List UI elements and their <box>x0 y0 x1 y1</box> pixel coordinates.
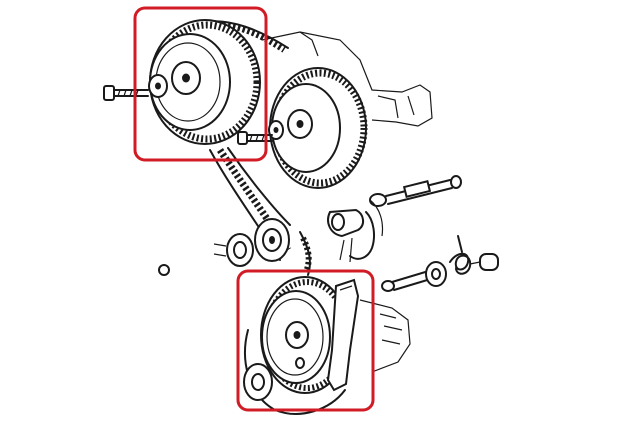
camshaft-sprocket-right <box>268 67 368 189</box>
crankshaft-body <box>359 299 411 373</box>
bolt-right <box>237 131 273 145</box>
tensioner-spring <box>449 235 499 275</box>
camshaft-sprocket-highlight <box>133 6 268 162</box>
intermediate-pulley <box>158 218 290 276</box>
camshaft-sprocket-left <box>148 19 261 145</box>
crankshaft-pulley-small <box>243 363 273 401</box>
camshaft-housing <box>261 31 433 127</box>
tensioner-rod-lower <box>381 261 447 292</box>
crankshaft-sprocket-highlight <box>236 269 375 412</box>
crankshaft-sprocket <box>260 276 350 394</box>
tensioner-rod-upper <box>369 175 462 207</box>
bolt-left <box>103 85 149 101</box>
belt-tensioner <box>327 199 384 263</box>
tensioner-bar <box>326 278 360 392</box>
